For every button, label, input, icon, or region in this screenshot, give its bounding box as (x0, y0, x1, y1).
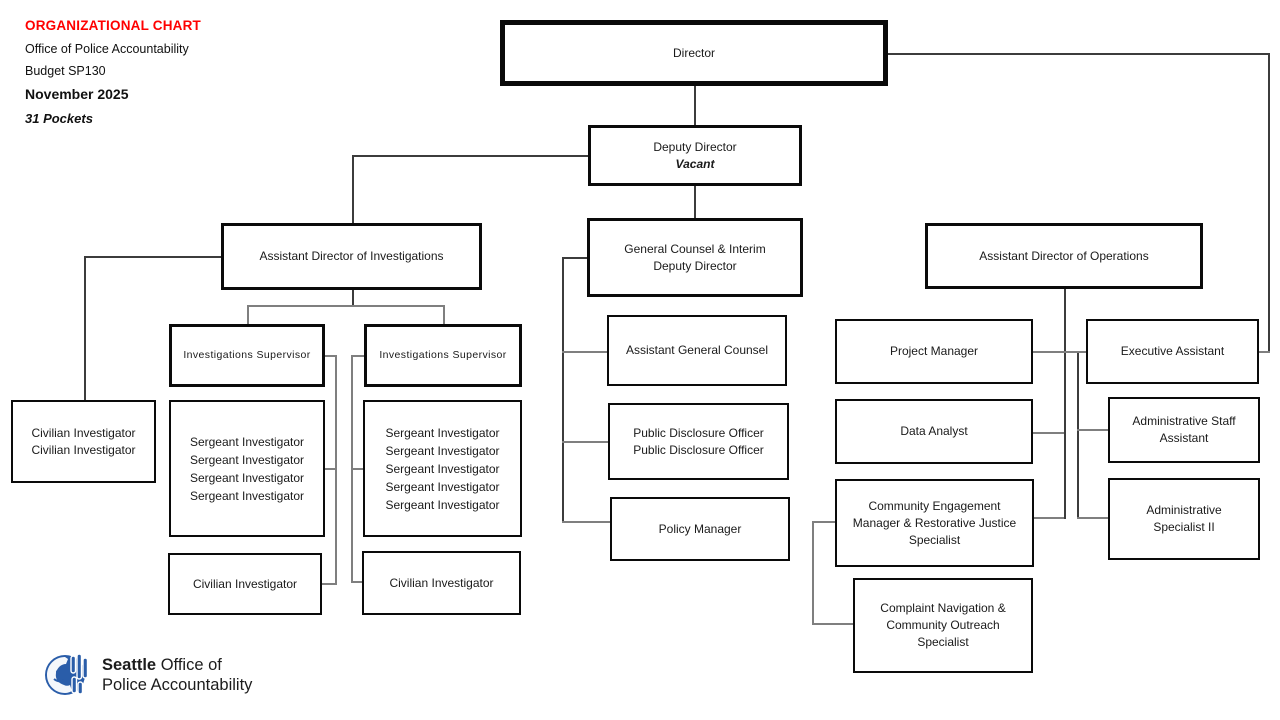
connector-line (352, 155, 354, 223)
org-box-asst-dir-investigations: Assistant Director of Investigations (221, 223, 482, 290)
connector-line (321, 583, 337, 585)
chart-title: ORGANIZATIONAL CHART (25, 18, 201, 33)
org-box-asst-general-counsel: Assistant General Counsel (607, 315, 787, 386)
connector-line (1268, 53, 1270, 353)
connector-line (812, 521, 814, 625)
org-box-label: Civilian Investigator (192, 576, 298, 591)
org-box-sergeants-right: Sergeant Investigator Sergeant Investiga… (363, 400, 522, 537)
connector-line (351, 581, 363, 583)
org-box-label: Deputy Director (653, 139, 737, 154)
org-box-label: Policy Manager (658, 521, 742, 536)
org-box-label: General Counsel & Interim Deputy Directo… (624, 241, 766, 273)
connector-line (351, 468, 363, 470)
connector-line (443, 305, 445, 324)
org-box-label: Complaint Navigation & Community Outreac… (880, 601, 1006, 649)
connector-line (562, 441, 608, 443)
org-box-community-engagement: Community Engagement Manager & Restorati… (835, 479, 1034, 567)
seattle-opa-logo: Seattle Office of Police Accountability (44, 652, 252, 698)
org-box-label: Executive Assistant (1120, 344, 1225, 358)
org-box-label: Project Manager (889, 344, 979, 358)
chart-date: November 2025 (25, 86, 129, 102)
connector-line (351, 355, 364, 357)
connector-line (352, 155, 588, 157)
org-box-project-manager: Project Manager (835, 319, 1033, 384)
chart-pockets: 31 Pockets (25, 111, 93, 126)
org-box-label: Civilian Investigator (389, 575, 494, 590)
org-box-deputy-director: Deputy Director Vacant (588, 125, 802, 186)
connector-line (562, 351, 607, 353)
connector-line (247, 305, 444, 307)
org-box-label: Assistant Director of Operations (979, 248, 1149, 263)
org-box-label: Investigations Supervisor (183, 349, 311, 361)
org-box-general-counsel: General Counsel & Interim Deputy Directo… (587, 218, 803, 297)
connector-line (812, 521, 835, 523)
connector-line (1259, 351, 1270, 353)
connector-line (1077, 429, 1108, 431)
org-box-admin-specialist-ii: Administrative Specialist II (1108, 478, 1260, 560)
org-box-civilian-investigator-right: Civilian Investigator (362, 551, 521, 615)
org-box-label: Assistant Director of Investigations (259, 249, 444, 263)
org-box-inv-supervisor-left: Investigations Supervisor (169, 324, 325, 387)
org-box-inv-supervisor-right: Investigations Supervisor (364, 324, 522, 387)
org-box-complaint-navigation: Complaint Navigation & Community Outreac… (853, 578, 1033, 673)
org-box-sergeants-left: Sergeant Investigator Sergeant Investiga… (169, 400, 325, 537)
org-box-admin-staff-assistant: Administrative Staff Assistant (1108, 397, 1260, 463)
org-box-label: Sergeant Investigator Sergeant Investiga… (385, 425, 500, 512)
connector-line (562, 521, 610, 523)
logo-text: Seattle Office of Police Accountability (102, 655, 252, 695)
org-box-label: Data Analyst (900, 424, 968, 438)
org-box-director: Director (500, 20, 888, 86)
connector-line (1033, 351, 1086, 353)
connector-line (812, 623, 853, 625)
org-box-label: Investigations Supervisor (379, 349, 507, 361)
org-box-label: Assistant General Counsel (625, 343, 769, 357)
connector-line (885, 53, 1269, 55)
connector-line (352, 289, 354, 306)
connector-line (335, 355, 337, 585)
connector-line (324, 468, 337, 470)
seattle-city-seal-icon (45, 653, 89, 695)
logo-line2: Police Accountability (102, 676, 253, 694)
connector-line (247, 305, 249, 324)
connector-line (324, 355, 337, 357)
connector-line (1033, 432, 1064, 434)
vacancy-status: Vacant (675, 156, 715, 171)
org-box-executive-assistant: Executive Assistant (1086, 319, 1259, 384)
logo-brand: Seattle (102, 656, 157, 674)
org-box-label: Civilian Investigator Civilian Investiga… (31, 425, 136, 457)
connector-line (84, 256, 221, 258)
connector-line (694, 86, 696, 125)
org-box-civilian-investigator-left: Civilian Investigator (168, 553, 322, 615)
chart-org-name: Office of Police Accountability (25, 42, 189, 56)
connector-line (84, 256, 86, 400)
org-box-label: Sergeant Investigator Sergeant Investiga… (189, 434, 305, 503)
org-box-label: Administrative Staff Assistant (1132, 414, 1236, 445)
connector-line (694, 185, 696, 218)
logo-office-of: Office of (156, 656, 222, 674)
connector-line (1034, 517, 1064, 519)
org-box-civilian-investigator-pair: Civilian Investigator Civilian Investiga… (11, 400, 156, 483)
connector-line (562, 257, 564, 523)
org-box-asst-dir-operations: Assistant Director of Operations (925, 223, 1203, 289)
connector-line (1064, 289, 1066, 519)
chart-budget: Budget SP130 (25, 64, 106, 78)
org-box-data-analyst: Data Analyst (835, 399, 1033, 464)
chart-header: ORGANIZATIONAL CHART Office of Police Ac… (25, 18, 325, 126)
org-box-label: Director (672, 45, 715, 60)
org-box-label: Administrative Specialist II (1146, 503, 1222, 534)
org-box-public-disclosure: Public Disclosure Officer Public Disclos… (608, 403, 789, 480)
connector-line (562, 257, 587, 259)
org-box-policy-manager: Policy Manager (610, 497, 790, 561)
org-box-label: Community Engagement Manager & Restorati… (852, 498, 1017, 547)
connector-line (1077, 351, 1079, 519)
connector-line (1077, 517, 1108, 519)
org-box-label: Public Disclosure Officer Public Disclos… (633, 425, 764, 457)
